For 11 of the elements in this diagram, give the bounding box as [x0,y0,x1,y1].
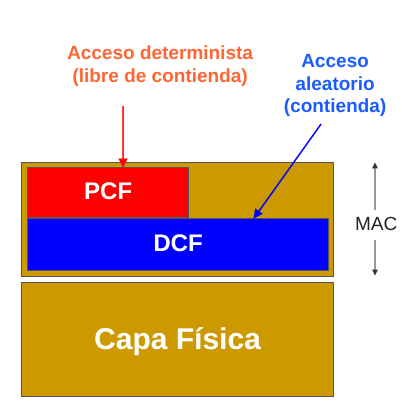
arrow [253,124,322,219]
arrow [118,106,128,168]
box-label: DCF [153,230,203,259]
layer-box [21,162,334,277]
function-box [27,167,189,218]
annotation-text: Acceso determinista (libre de contienda) [66,43,254,89]
function-box [27,218,329,271]
box-label: PCF [84,178,132,207]
box-label: Capa Física [94,322,261,358]
layer-box [21,282,334,397]
annotation-text: Acceso aleatorio (contienda) [282,50,388,120]
